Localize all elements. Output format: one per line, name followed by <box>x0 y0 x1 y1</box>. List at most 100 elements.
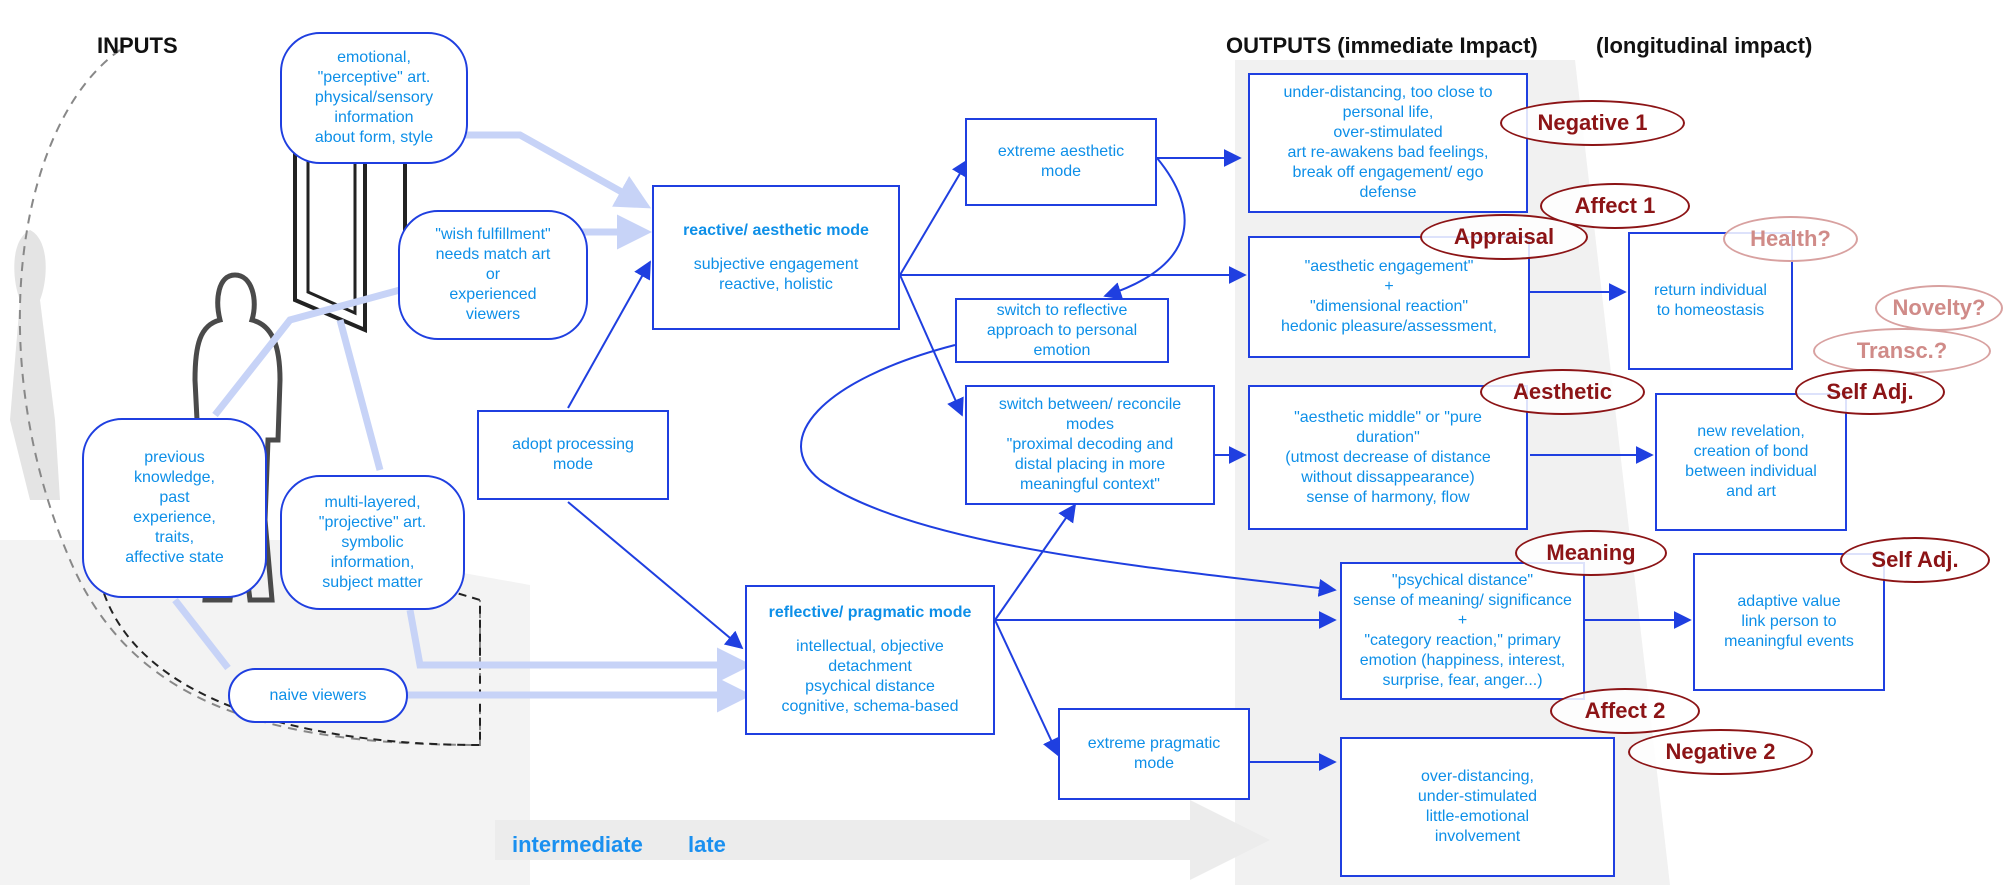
text-line: modes <box>1065 416 1115 433</box>
text-line: between individual <box>1685 463 1817 480</box>
longitudinal-revelation: new revelation, creation of bond between… <box>1655 393 1847 531</box>
tag-appraisal: Appraisal <box>1420 214 1588 260</box>
tag-affect-1: Affect 1 <box>1540 183 1690 229</box>
tag-affect-2: Affect 2 <box>1550 688 1700 734</box>
text-line: reactive, holistic <box>719 275 833 293</box>
text-line: defense <box>1359 184 1417 201</box>
text-line: affective state <box>125 549 224 566</box>
text-line: "projective" art. <box>318 513 427 531</box>
text-line: "wish fulfillment" <box>435 226 551 243</box>
text-line: sense of harmony, flow <box>1306 488 1470 506</box>
text-line: physical/sensory <box>314 89 434 106</box>
tag-negative-1: Negative 1 <box>1500 100 1685 146</box>
text-line: new revelation, <box>1697 423 1805 440</box>
text-line: duration" <box>1356 428 1420 446</box>
longitudinal-adaptive-value: adaptive value link person to meaningful… <box>1693 553 1885 691</box>
text-line: meaningful context" <box>1020 476 1160 493</box>
extreme-pragmatic-mode: extreme pragmatic mode <box>1058 708 1250 800</box>
text-line: mode <box>1040 163 1082 180</box>
text-line: + <box>1384 278 1394 295</box>
process-arrows <box>567 149 1692 771</box>
text-line: subjective engagement <box>693 255 859 273</box>
timeline-arrow <box>495 800 1270 880</box>
text-line: traits, <box>154 529 195 546</box>
text-line: "psychical distance" <box>1391 572 1534 589</box>
text-line: information, <box>330 553 415 571</box>
tag-self-adjustment-1: Self Adj. <box>1795 369 1945 415</box>
text-line: (utmost decrease of distance <box>1285 448 1491 466</box>
text-line: to homeostasis <box>1656 302 1765 319</box>
text-line: "aesthetic middle" or "pure <box>1294 408 1482 426</box>
input-previous-knowledge: previous knowledge, past experience, tra… <box>82 418 267 598</box>
text-line: without dissappearance) <box>1301 468 1475 486</box>
input-perceptive-art: emotional, "perceptive" art. physical/se… <box>280 32 468 164</box>
reactive-aesthetic-mode: reactive/ aesthetic mode subjective enga… <box>652 185 900 330</box>
text-line: "dimensional reaction" <box>1309 298 1469 315</box>
text-line: subject matter <box>322 573 423 591</box>
text-line: detachment <box>828 658 912 675</box>
output-over-distancing: over-distancing, under-stimulated little… <box>1340 737 1615 877</box>
input-projective-art: multi-layered, "projective" art. symboli… <box>280 475 465 610</box>
text-line: surprise, fear, anger...) <box>1382 672 1543 689</box>
text-line: psychical distance <box>805 678 935 695</box>
text-line: past <box>159 489 190 506</box>
text-line: hedonic pleasure/assessment, <box>1280 318 1498 335</box>
text-line: mode <box>1133 755 1175 772</box>
timeline-late: late <box>688 832 726 857</box>
text-line: multi-layered, <box>324 493 421 511</box>
text-line: intellectual, objective <box>796 638 944 655</box>
switch-to-reflective: switch to reflective approach to persona… <box>955 298 1169 363</box>
inputs-heading: INPUTS <box>97 33 178 58</box>
text-line: emotional, <box>337 49 411 66</box>
tag-novelty: Novelty? <box>1875 285 2003 331</box>
text-line: experience, <box>133 509 216 526</box>
text-line: meaningful events <box>1724 633 1854 650</box>
picture-frame-icon <box>293 130 367 334</box>
output-aesthetic-middle: "aesthetic middle" or "pure duration" (u… <box>1248 385 1528 530</box>
input-naive-viewers: naive viewers <box>228 668 408 723</box>
text-line: information <box>334 109 414 126</box>
faint-figure-icon <box>10 230 60 500</box>
text-line: cognitive, schema-based <box>781 698 959 715</box>
text-line: art re-awakens bad feelings, <box>1287 144 1489 161</box>
tag-meaning: Meaning <box>1515 530 1667 576</box>
text-line: or <box>485 266 501 283</box>
longitudinal-heading: (longitudinal impact) <box>1596 33 1813 58</box>
outputs-heading: OUTPUTS (immediate Impact) <box>1226 33 1538 58</box>
text-line: switch to reflective <box>996 301 1128 319</box>
text-line: adopt processing <box>512 436 634 453</box>
box-title: reactive/ aesthetic mode <box>683 221 869 239</box>
text-line: little-emotional <box>1425 808 1530 825</box>
text-line: knowledge, <box>134 469 215 486</box>
tag-transcendence: Transc.? <box>1813 328 1991 374</box>
text-line: about form, style <box>314 129 434 146</box>
output-psychical-distance: "psychical distance" sense of meaning/ s… <box>1340 562 1585 700</box>
text-line: approach to personal <box>986 321 1138 339</box>
input-wish-fulfillment: "wish fulfillment" needs match art or ex… <box>398 210 588 340</box>
text-line: over-distancing, <box>1421 768 1534 785</box>
adopt-processing-mode: adopt processing mode <box>477 410 669 500</box>
text-line: naive viewers <box>269 686 367 704</box>
text-line: return individual <box>1654 282 1767 299</box>
text-line: extreme pragmatic <box>1087 735 1221 752</box>
text-line: symbolic <box>341 533 404 551</box>
text-line: over-stimulated <box>1333 124 1443 141</box>
text-line: extreme aesthetic <box>997 143 1125 160</box>
text-line: under-distancing, too close to <box>1283 84 1493 101</box>
text-line: distal placing in more <box>1014 456 1166 473</box>
extreme-aesthetic-mode: extreme aesthetic mode <box>965 118 1157 206</box>
text-line: "aesthetic engagement" <box>1304 258 1474 275</box>
text-line: and art <box>1726 483 1776 500</box>
timeline-intermediate: intermediate <box>512 832 643 857</box>
picture-frame-inner <box>306 133 357 316</box>
switch-between-modes: switch between/ reconcile modes "proxima… <box>965 385 1215 505</box>
tag-aesthetic: Aesthetic <box>1480 369 1645 415</box>
text-line: switch between/ reconcile <box>998 396 1182 413</box>
output-under-distancing: under-distancing, too close to personal … <box>1248 73 1528 213</box>
text-line: mode <box>552 456 594 473</box>
text-line: "perceptive" art. <box>317 69 431 86</box>
input-connectors <box>172 131 752 713</box>
reflective-pragmatic-mode: reflective/ pragmatic mode intellectual,… <box>745 585 995 735</box>
text-line: emotion (happiness, interest, <box>1359 652 1566 669</box>
text-line: involvement <box>1434 828 1521 845</box>
